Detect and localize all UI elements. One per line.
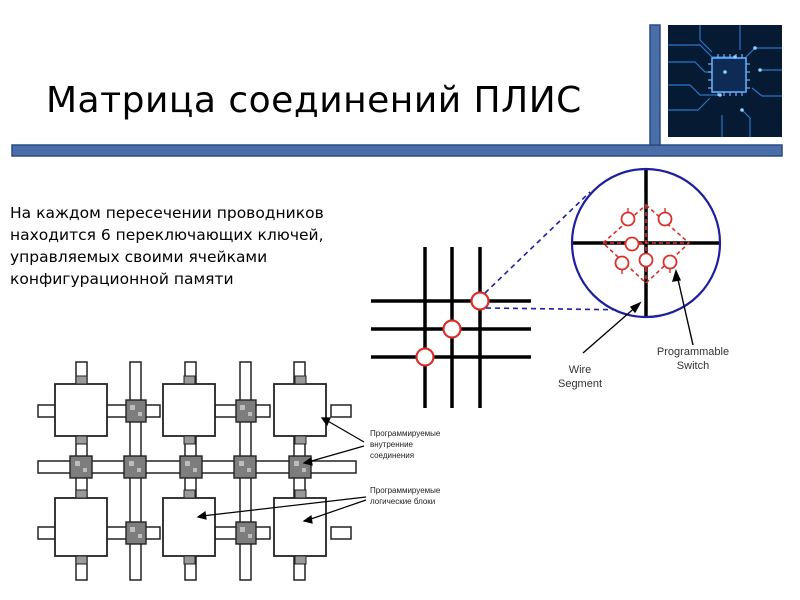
interconnect-label: внутренние [370, 440, 414, 449]
crossbar-diagram: Wire Segment Programmable Switch [371, 169, 729, 408]
logic-block [163, 384, 215, 436]
programmable-switch-label: Switch [677, 360, 709, 372]
accent-bars [12, 25, 782, 156]
wire-segment-label: Wire [569, 364, 592, 376]
horizontal-accent-bar [12, 145, 782, 156]
fpga-block-diagram: Программируемые внутренние соединения Пр… [38, 362, 441, 580]
wire-segment-label: Segment [558, 378, 602, 390]
programmable-switch-label: Programmable [657, 346, 729, 358]
logic-blocks-label: Программируемые [370, 486, 441, 495]
interconnect-label: соединения [370, 451, 414, 460]
vertical-accent-bar [650, 25, 660, 145]
interconnect-label: Программируемые [370, 429, 441, 438]
logic-block [55, 384, 107, 436]
logic-blocks-label: логические блоки [370, 497, 435, 506]
logic-block [163, 498, 215, 556]
logic-block [274, 384, 326, 436]
logic-block [55, 498, 107, 556]
circuit-board-image [668, 25, 782, 137]
